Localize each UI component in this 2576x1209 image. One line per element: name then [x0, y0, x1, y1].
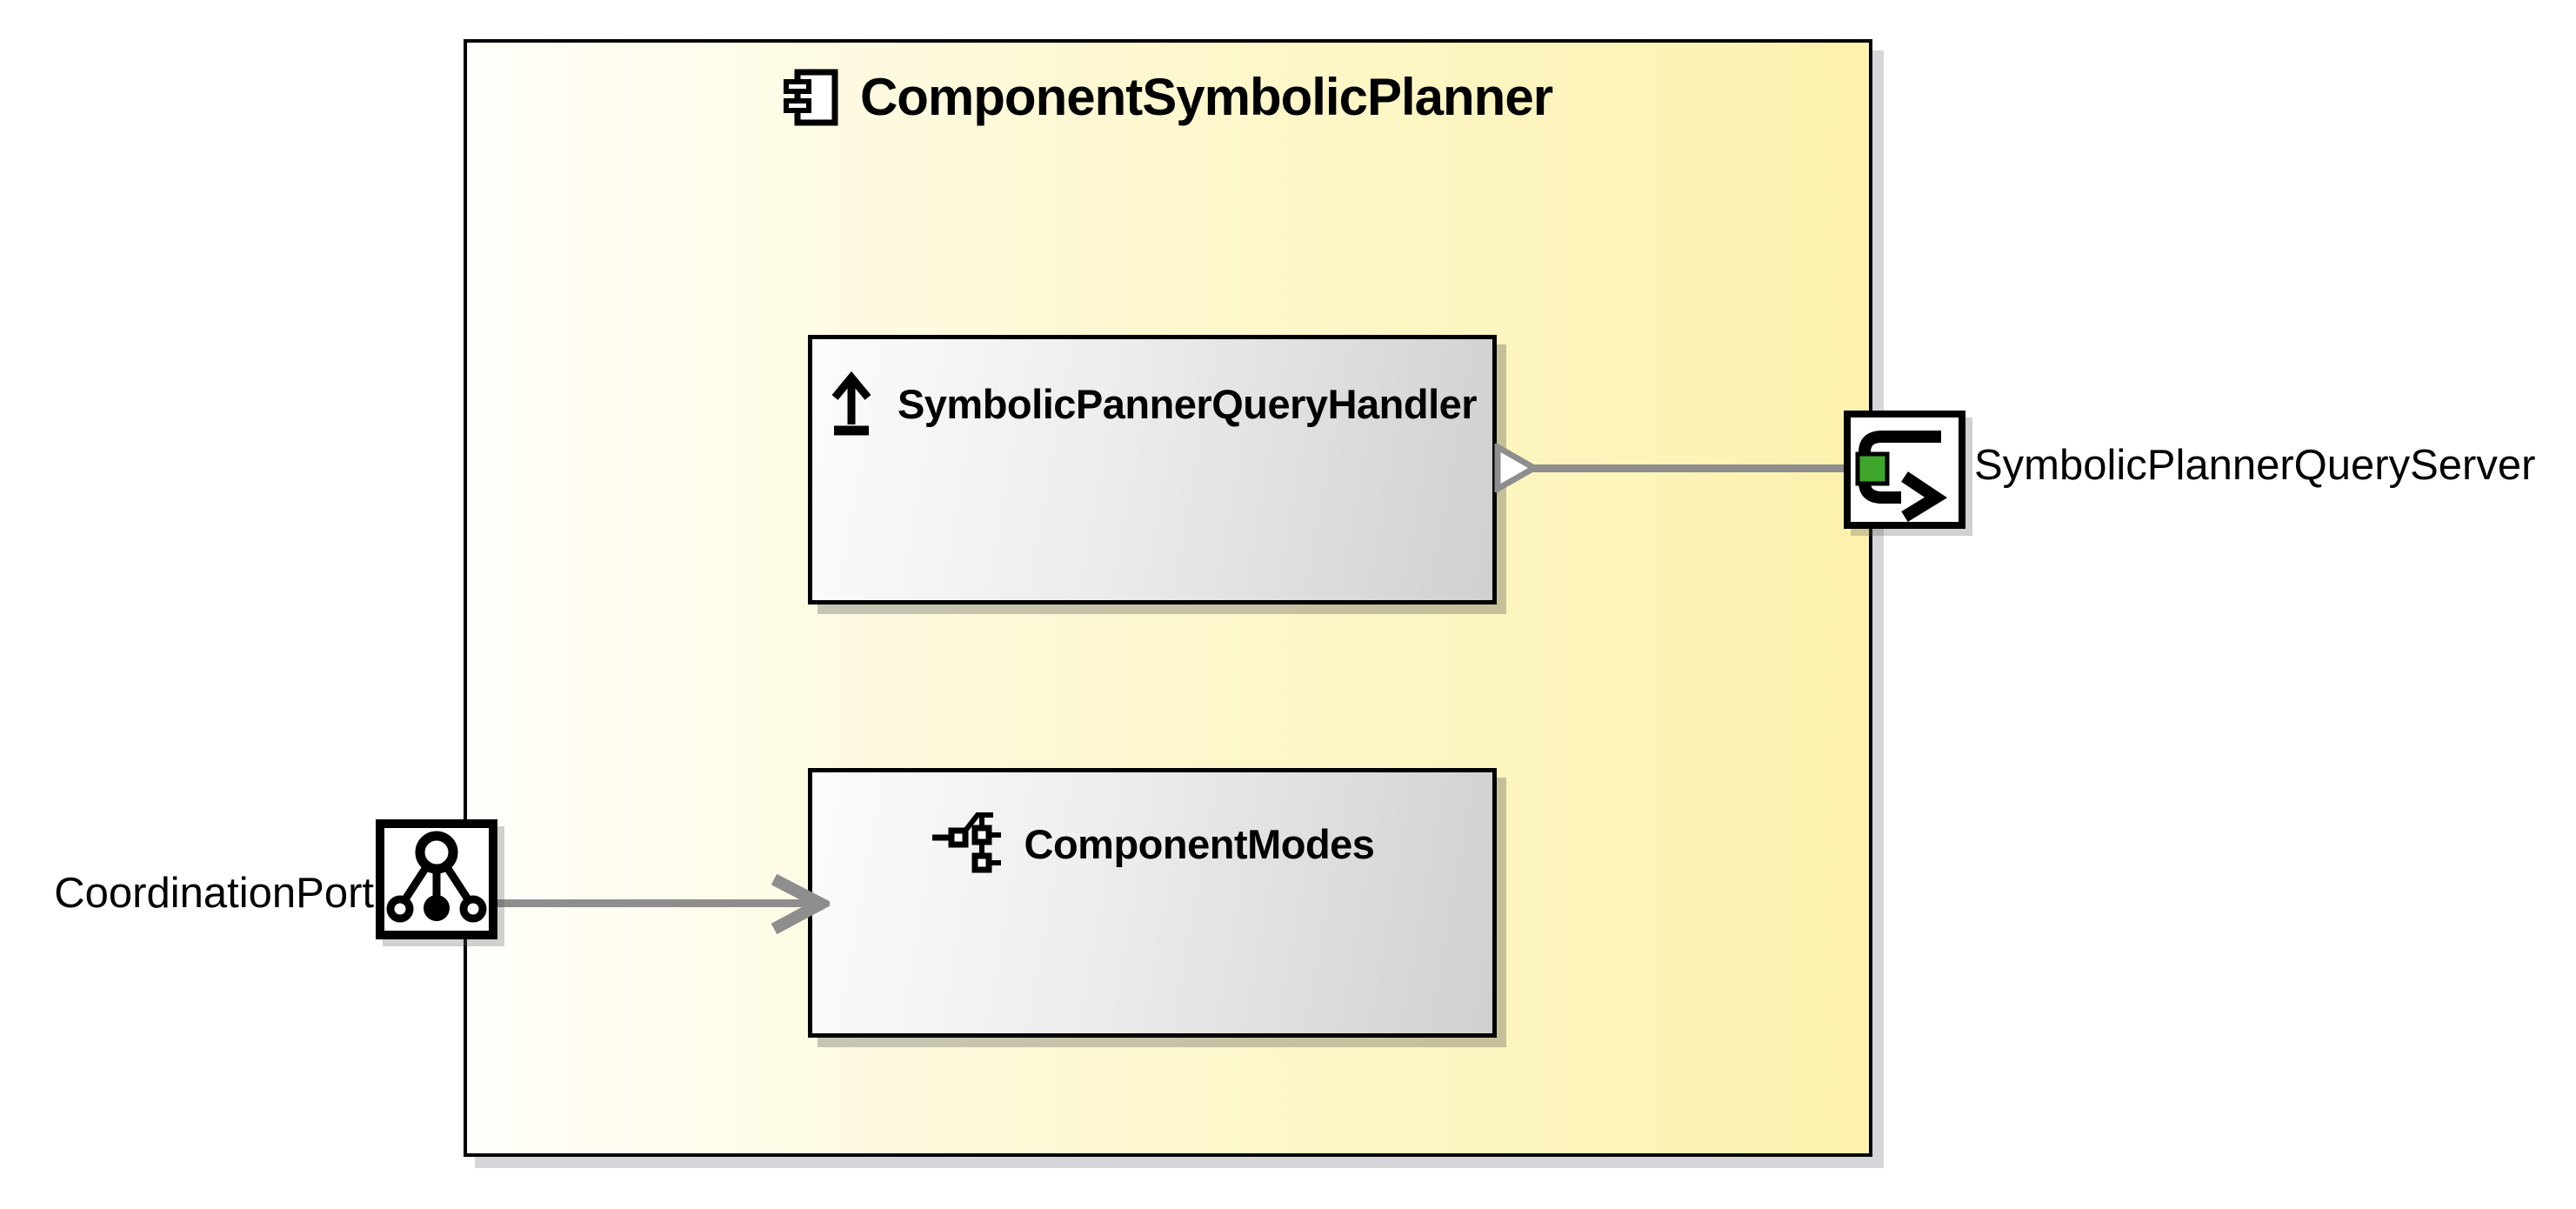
modes-title: ComponentModes [1024, 820, 1375, 867]
modes-title-row: ComponentModes [812, 804, 1492, 884]
open-triangle-arrowhead-icon [1494, 444, 1538, 492]
handler-title: SymbolicPannerQueryHandler [897, 380, 1478, 427]
uml-component-icon [783, 68, 839, 127]
component-title-row: ComponentSymbolicPlanner [467, 67, 1869, 127]
upload-arrow-icon [828, 371, 875, 437]
query-server-port-icon[interactable] [1844, 411, 1965, 529]
coordination-port-icon[interactable] [376, 819, 497, 939]
handler-title-row: SymbolicPannerQueryHandler [812, 371, 1492, 437]
symbolic-panner-query-handler-box[interactable]: SymbolicPannerQueryHandler [808, 335, 1497, 604]
coordination-port-label: CoordinationPort [54, 870, 374, 917]
component-title: ComponentSymbolicPlanner [859, 68, 1553, 126]
server-port-label: SymbolicPlannerQueryServer [1974, 442, 2536, 489]
open-chevron-arrowhead-icon [769, 874, 830, 935]
component-modes-tree-icon [931, 804, 1002, 884]
component-modes-box[interactable]: ComponentModes [808, 768, 1497, 1038]
provide-service-connector[interactable] [1529, 464, 1868, 472]
coordination-connector[interactable] [487, 899, 816, 907]
